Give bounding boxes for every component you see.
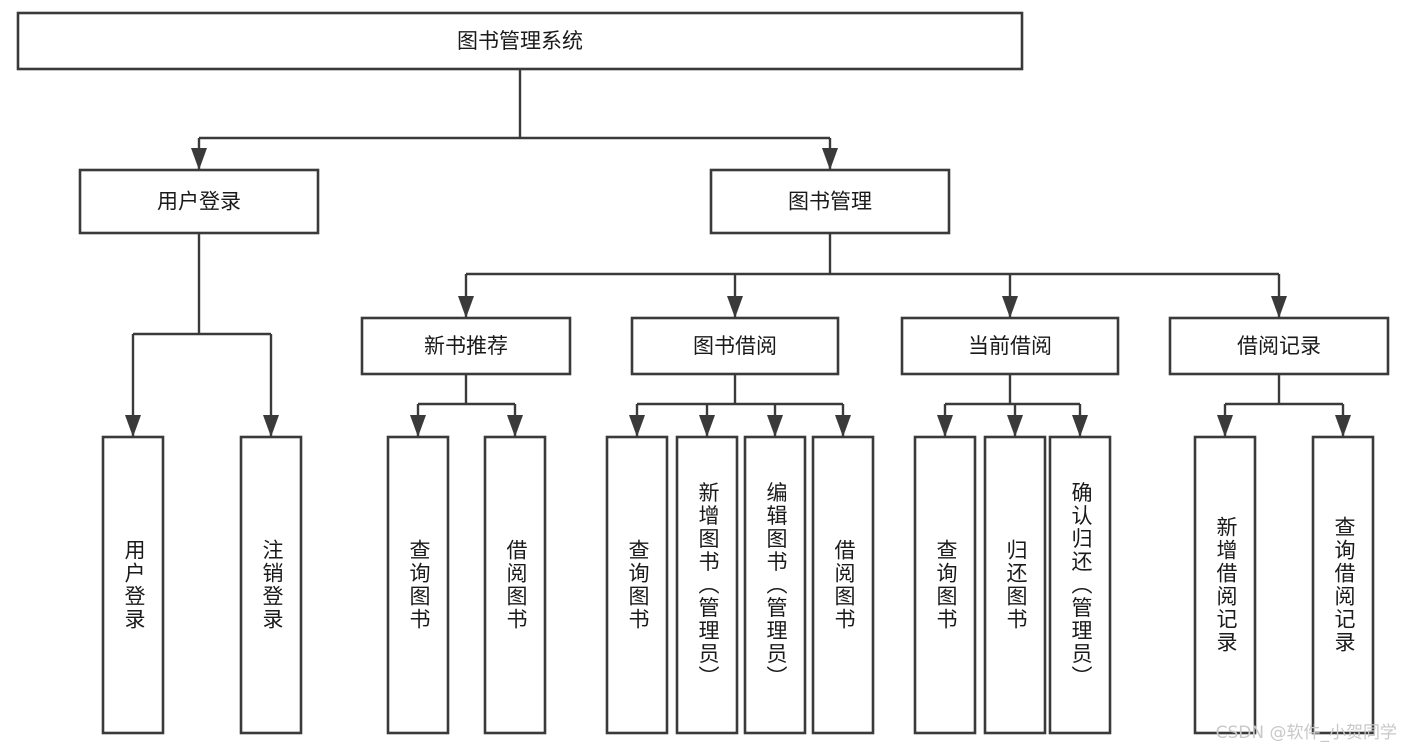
node-box-book-manage[interactable] (709, 168, 951, 235)
node-box-leaf-add-book[interactable] (675, 435, 739, 735)
arrow-head-icon (507, 415, 523, 437)
node-box-leaf-confirm-return[interactable] (1048, 435, 1112, 735)
node-label-book-manage: 图书管理 (788, 190, 872, 214)
node-box-leaf-add-record[interactable] (1193, 435, 1257, 735)
node-label-leaf-user-logout: 注销登录 (260, 539, 284, 631)
arrow-head-icon (767, 415, 783, 437)
node-leaf-add-book[interactable]: 新增图书（管理员） (675, 435, 739, 735)
arrow-head-icon (727, 296, 743, 318)
node-box-leaf-query-book-1[interactable] (386, 435, 450, 735)
node-label-leaf-user-login: 用户登录 (122, 539, 146, 631)
watermark-label: CSDN @软件_小贺同学 (1215, 723, 1397, 743)
node-label-current-borrow: 当前借阅 (968, 334, 1052, 358)
arrow-head-icon (1271, 296, 1287, 318)
node-leaf-edit-book[interactable]: 编辑图书（管理员） (743, 435, 807, 735)
node-label-leaf-borrow-book-2: 借阅图书 (832, 539, 856, 631)
node-box-current-borrow[interactable] (900, 316, 1120, 376)
node-new-book-recommend[interactable]: 新书推荐 (360, 316, 572, 376)
node-label-leaf-query-book-3: 查询图书 (934, 539, 958, 631)
node-label-leaf-add-record: 新增借阅记录 (1214, 516, 1238, 654)
node-box-leaf-user-logout[interactable] (239, 435, 303, 735)
node-label-leaf-borrow-book-1: 借阅图书 (504, 539, 528, 631)
arrow-head-icon (1007, 415, 1023, 437)
node-box-leaf-user-login[interactable] (101, 435, 165, 735)
node-box-leaf-query-record[interactable] (1311, 435, 1375, 735)
arrow-head-icon (1002, 296, 1018, 318)
node-label-leaf-edit-book: 编辑图书（管理员） (764, 482, 788, 689)
node-label-new-book-recommend: 新书推荐 (424, 334, 508, 358)
node-label-leaf-add-book: 新增图书（管理员） (696, 482, 720, 689)
arrow-head-icon (263, 415, 279, 437)
arrow-head-icon (1335, 415, 1351, 437)
node-box-book-borrow[interactable] (630, 316, 840, 376)
arrow-head-icon (699, 415, 715, 437)
node-leaf-borrow-book-2[interactable]: 借阅图书 (811, 435, 875, 735)
arrow-head-icon (937, 415, 953, 437)
arrow-head-icon (835, 415, 851, 437)
nodes-layer: 图书管理系统用户登录图书管理新书推荐图书借阅当前借阅借阅记录用户登录注销登录查询… (16, 11, 1390, 735)
node-leaf-user-login[interactable]: 用户登录 (101, 435, 165, 735)
node-borrow-record[interactable]: 借阅记录 (1168, 316, 1390, 376)
node-leaf-return-book[interactable]: 归还图书 (983, 435, 1047, 735)
node-leaf-confirm-return[interactable]: 确认归还（管理员） (1048, 435, 1112, 735)
node-box-leaf-borrow-book-2[interactable] (811, 435, 875, 735)
node-box-leaf-query-book-3[interactable] (913, 435, 977, 735)
node-leaf-query-book-1[interactable]: 查询图书 (386, 435, 450, 735)
node-leaf-borrow-book-1[interactable]: 借阅图书 (483, 435, 547, 735)
node-root[interactable]: 图书管理系统 (16, 11, 1024, 71)
node-current-borrow[interactable]: 当前借阅 (900, 316, 1120, 376)
edges-layer (125, 69, 1351, 437)
node-leaf-add-record[interactable]: 新增借阅记录 (1193, 435, 1257, 735)
node-label-user-login: 用户登录 (157, 190, 241, 214)
node-box-user-login[interactable] (78, 168, 320, 235)
node-book-borrow[interactable]: 图书借阅 (630, 316, 840, 376)
node-leaf-query-record[interactable]: 查询借阅记录 (1311, 435, 1375, 735)
node-label-leaf-query-record: 查询借阅记录 (1332, 516, 1356, 654)
arrow-head-icon (1072, 415, 1088, 437)
node-book-manage[interactable]: 图书管理 (709, 168, 951, 235)
node-box-leaf-return-book[interactable] (983, 435, 1047, 735)
node-label-leaf-confirm-return: 确认归还（管理员） (1069, 482, 1093, 689)
node-label-leaf-query-book-2: 查询图书 (626, 539, 650, 631)
node-label-leaf-query-book-1: 查询图书 (407, 539, 431, 631)
node-box-leaf-query-book-2[interactable] (605, 435, 669, 735)
arrow-head-icon (629, 415, 645, 437)
node-user-login[interactable]: 用户登录 (78, 168, 320, 235)
node-label-book-borrow: 图书借阅 (693, 334, 777, 358)
node-label-leaf-return-book: 归还图书 (1004, 539, 1028, 631)
node-label-root: 图书管理系统 (457, 29, 583, 53)
arrow-head-icon (458, 296, 474, 318)
node-leaf-query-book-3[interactable]: 查询图书 (913, 435, 977, 735)
node-box-root[interactable] (16, 11, 1024, 71)
node-leaf-user-logout[interactable]: 注销登录 (239, 435, 303, 735)
node-box-new-book-recommend[interactable] (360, 316, 572, 376)
node-box-leaf-borrow-book-1[interactable] (483, 435, 547, 735)
arrow-head-icon (1217, 415, 1233, 437)
node-box-leaf-edit-book[interactable] (743, 435, 807, 735)
arrow-head-icon (125, 415, 141, 437)
node-box-borrow-record[interactable] (1168, 316, 1390, 376)
node-label-borrow-record: 借阅记录 (1237, 334, 1321, 358)
arrow-head-icon (410, 415, 426, 437)
arrow-head-icon (822, 148, 838, 170)
arrow-head-icon (191, 148, 207, 170)
node-leaf-query-book-2[interactable]: 查询图书 (605, 435, 669, 735)
